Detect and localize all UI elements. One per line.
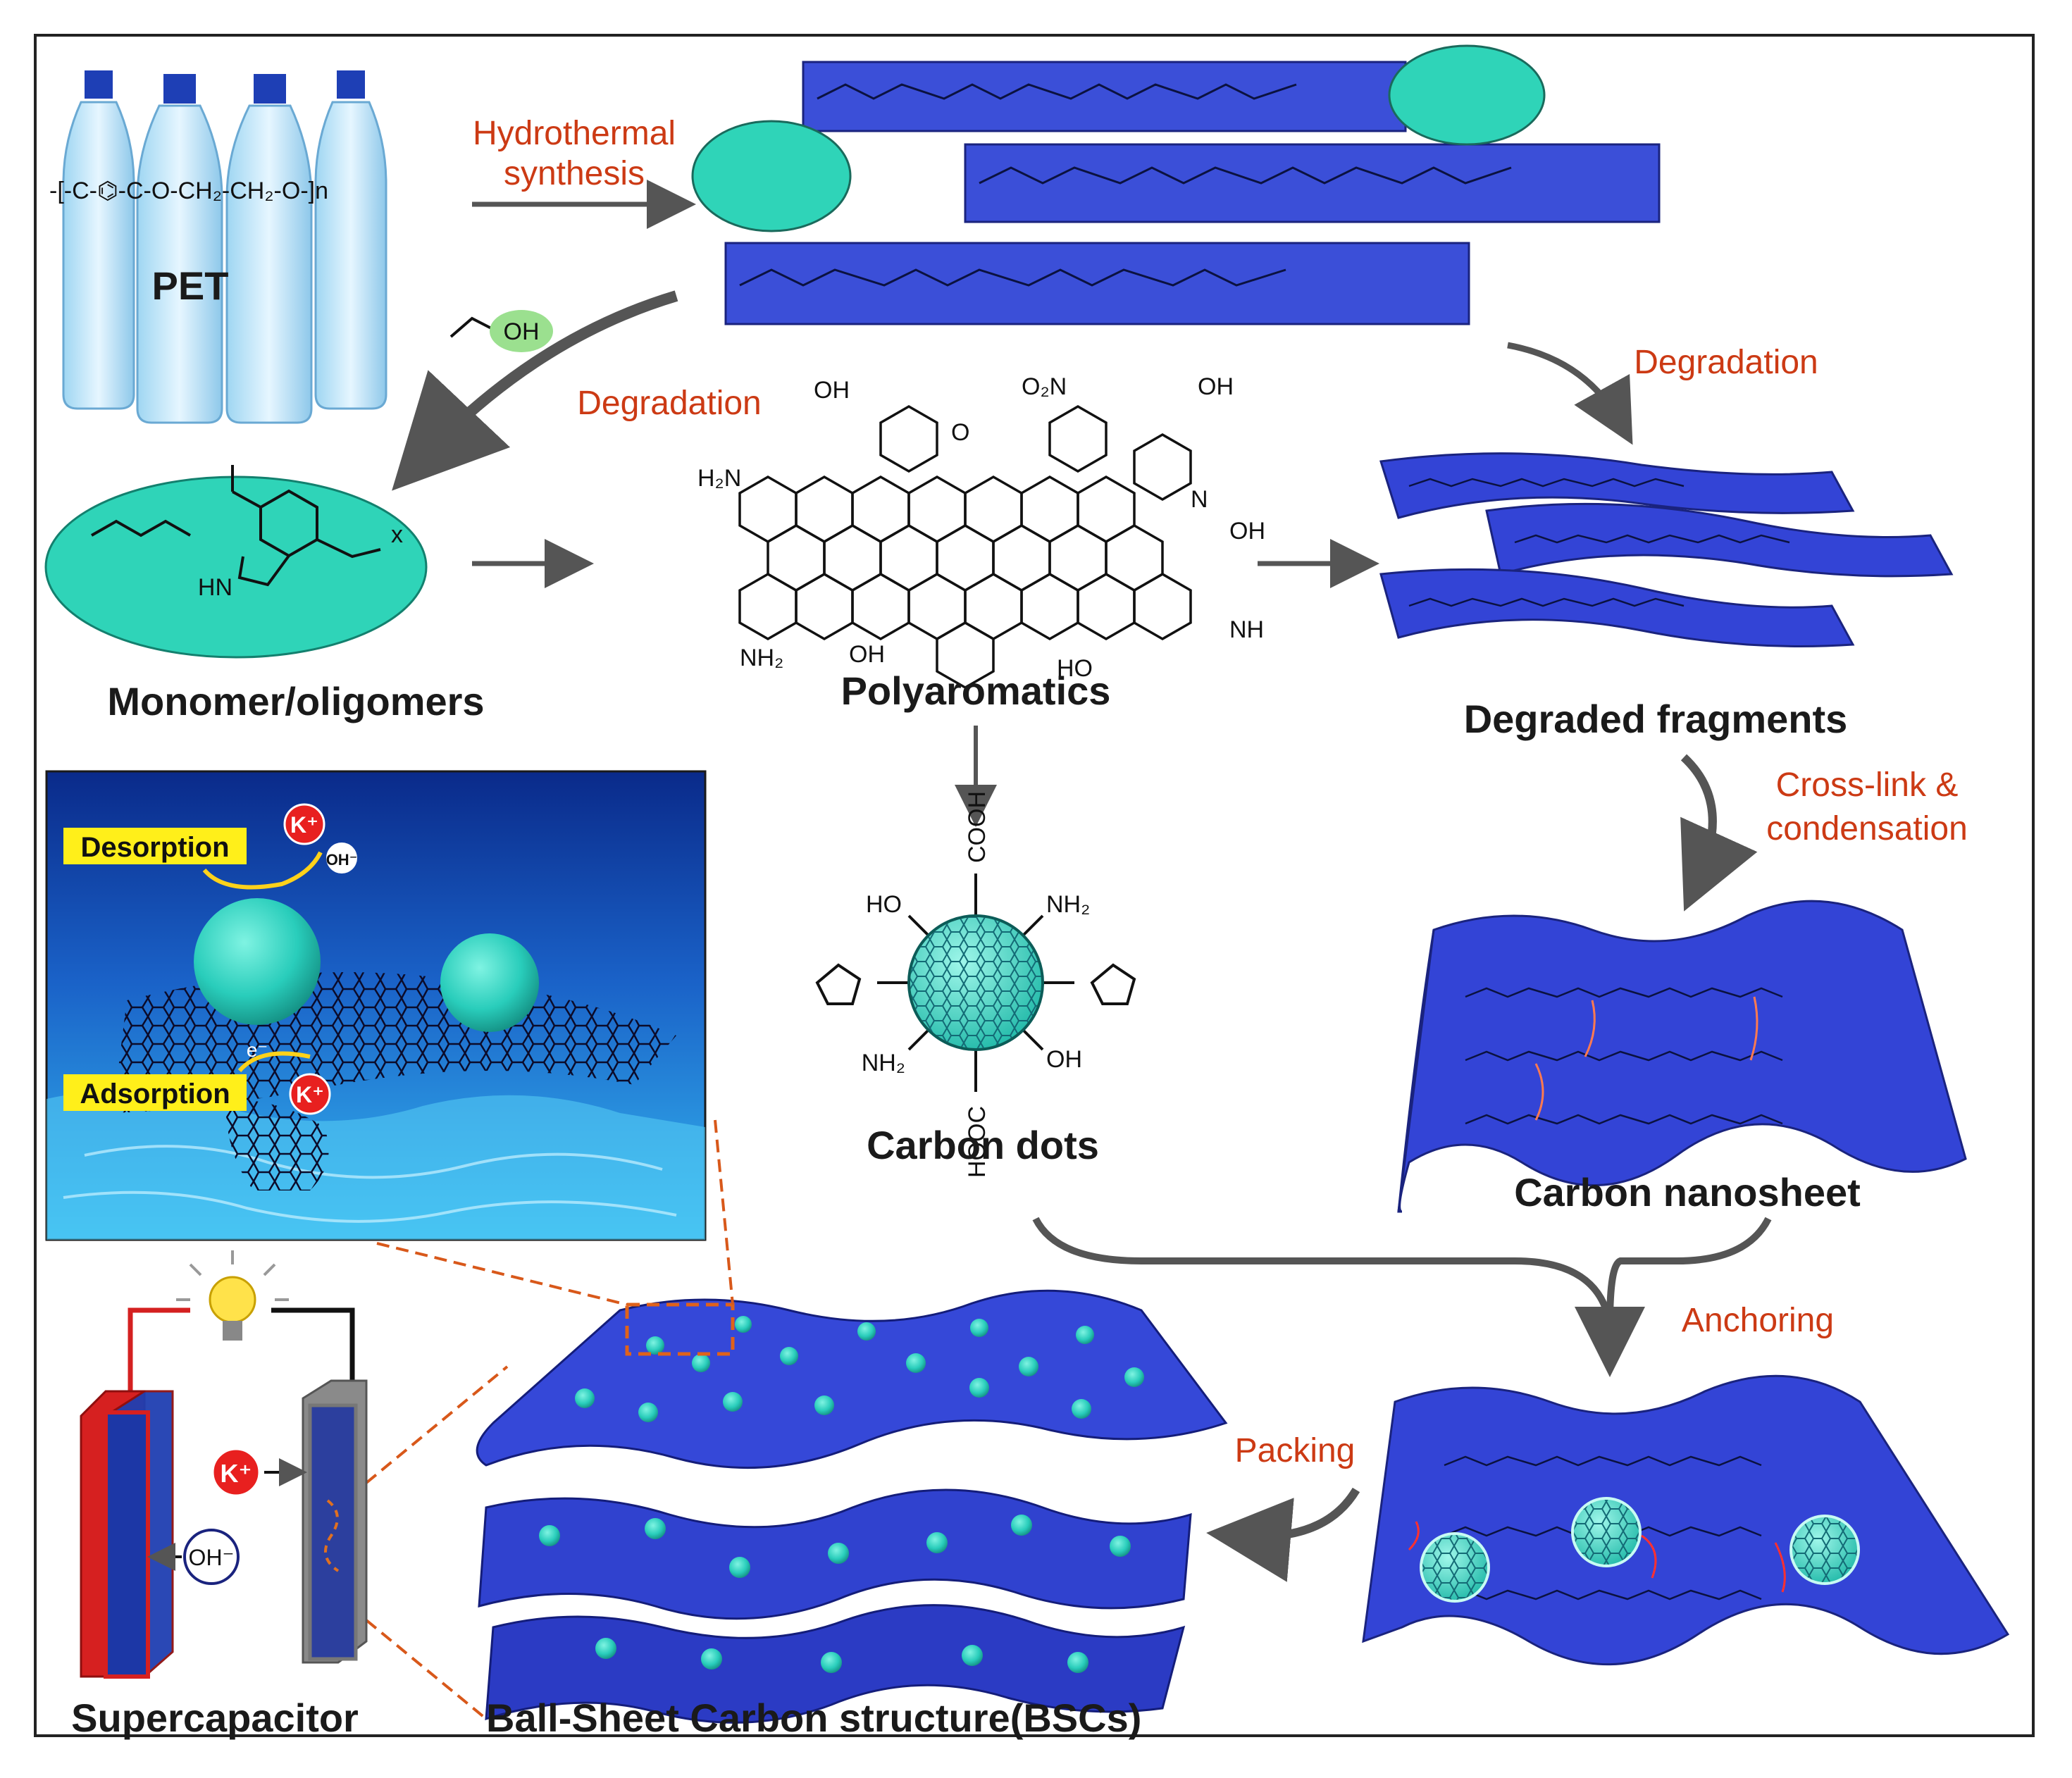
pa-nh2: H₂N xyxy=(697,465,741,492)
monomer-x: x xyxy=(391,521,403,548)
pa-n: N xyxy=(1191,486,1208,513)
desorption-arrow xyxy=(202,851,323,890)
k-ion-label: K⁺ xyxy=(290,812,318,838)
cd-nh2: NH₂ xyxy=(1046,891,1090,918)
merge-arrow-left xyxy=(1032,1217,1613,1325)
degradation-label-left: Degradation xyxy=(577,385,762,422)
degradation-label-right: Degradation xyxy=(1634,344,1818,381)
k-ion xyxy=(283,803,325,845)
bottle xyxy=(136,74,223,424)
pa-o: O xyxy=(951,419,969,446)
cd-nh2: NH₂ xyxy=(862,1050,905,1076)
adsorption-panel: Desorption Adsorption K⁺ OH⁻ K⁺ e⁻ xyxy=(45,770,707,1241)
pet-label: PET xyxy=(152,263,229,308)
packing-arrow xyxy=(1206,1487,1360,1582)
bottle xyxy=(225,74,313,424)
crosslink-label-line1: Cross-link & xyxy=(1776,766,1959,804)
ball-sheet-structure xyxy=(476,1289,1228,1724)
polyaromatics-structure: OH O₂N OH H₂N O N OH NH NH₂ OH HO xyxy=(697,373,1265,690)
k-ion xyxy=(211,1448,261,1497)
hydrothermal-label-line2: synthesis xyxy=(504,155,645,192)
zoom-guide xyxy=(376,1242,628,1306)
oh-ion-label: OH⁻ xyxy=(189,1545,235,1570)
oligomer-ellipse xyxy=(691,120,852,232)
pa-oh: OH xyxy=(849,641,885,668)
cd-cooh: COOH xyxy=(964,791,991,863)
anchoring-label: Anchoring xyxy=(1682,1302,1834,1339)
k-ion-label: K⁺ xyxy=(221,1459,252,1488)
pa-nh: NH xyxy=(1229,616,1264,643)
zoom-guide xyxy=(714,1119,734,1305)
pa-oh: OH xyxy=(814,377,850,404)
k-ion-label: K⁺ xyxy=(296,1082,324,1107)
pa-oh: OH xyxy=(1198,373,1234,400)
degradation-arrow-right xyxy=(1507,342,1633,445)
desorption-label: Desorption xyxy=(80,832,229,863)
monomer-ellipse xyxy=(44,475,428,659)
bscs-balls xyxy=(539,1316,1144,1673)
pa-no2: O₂N xyxy=(1022,373,1067,400)
adsorption-arrow xyxy=(237,1051,311,1073)
polyaromatics-label: Polyaromatics xyxy=(841,669,1111,713)
pa-nh2: NH₂ xyxy=(740,645,783,671)
carbon-nanosheet-label: Carbon nanosheet xyxy=(1514,1170,1861,1214)
crosslink-label-line2: condensation xyxy=(1766,810,1968,847)
pet-formula: -[-C-⌬-C-O-CH₂-CH₂-O-]n xyxy=(49,178,328,204)
monomer-structure xyxy=(91,465,381,587)
polymer-chain xyxy=(802,61,1407,132)
anchored-sheet xyxy=(1362,1374,2010,1666)
bottle xyxy=(62,70,135,410)
monomer-nh: HN xyxy=(198,574,232,601)
zoom-guide xyxy=(365,1365,509,1484)
lightbulb-icon xyxy=(176,1250,289,1341)
monomer-label: Monomer/oligomers xyxy=(107,679,484,723)
oh-ion xyxy=(326,843,357,874)
degraded-fragments-label: Degraded fragments xyxy=(1464,697,1848,741)
degraded-fragments xyxy=(1379,452,1954,647)
polymer-chain xyxy=(964,143,1661,223)
cd-ho: HO xyxy=(866,891,902,918)
figure-frame xyxy=(34,34,2035,1737)
cd-hooc: HOOC xyxy=(964,1106,991,1178)
packing-label: Packing xyxy=(1235,1432,1356,1469)
oligomer-ellipse xyxy=(1388,44,1546,146)
crosslink-arrow xyxy=(1680,754,1758,912)
oh-highlight xyxy=(490,310,553,352)
oh-ion-label: OH⁻ xyxy=(326,851,358,869)
carbon-dot xyxy=(815,874,1136,1092)
supercapacitor: K⁺ OH⁻ xyxy=(80,1250,368,1679)
adsorption-label: Adsorption xyxy=(80,1078,230,1109)
bottle xyxy=(314,70,387,410)
cd-oh: OH xyxy=(1046,1046,1082,1073)
pa-oh: OH xyxy=(1229,518,1265,545)
electron-label: e⁻ xyxy=(247,1039,268,1061)
carbon-dots-label: Carbon dots xyxy=(867,1123,1099,1167)
merge-arrow-right xyxy=(1606,1217,1772,1325)
supercapacitor-label: Supercapacitor xyxy=(71,1696,359,1740)
bscs-label: Ball-Sheet Carbon structure(BSCs) xyxy=(486,1696,1141,1740)
zoom-box xyxy=(625,1303,735,1356)
zoom-guide xyxy=(365,1619,488,1720)
hydrothermal-label-line1: Hydrothermal xyxy=(473,115,676,152)
polymer-chains xyxy=(691,44,1661,325)
ethanol-oh: OH xyxy=(504,318,540,345)
k-ion xyxy=(289,1073,331,1115)
ethanol-structure xyxy=(449,316,497,338)
pa-ho: HO xyxy=(1057,655,1093,682)
oh-ion xyxy=(183,1529,240,1585)
degradation-arrow-left xyxy=(392,290,678,491)
carbon-nanosheet xyxy=(1397,900,1967,1213)
pet-bottles xyxy=(62,70,387,424)
